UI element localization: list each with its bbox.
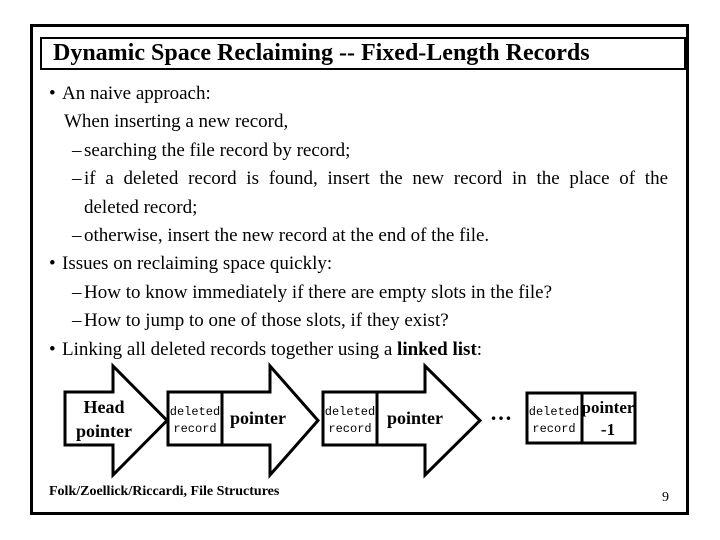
list-item-text: Issues on reclaiming space quickly: [62,253,333,275]
pointer-arrow-2 [375,362,483,479]
deleted-record-label-2-line2: record [328,422,371,436]
list-item-bold-text: linked list [397,338,477,360]
tail-deleted-record-label-line2: record [532,422,575,436]
tail-pointer-value: -1 [601,420,615,439]
dash-marker: – [72,281,82,303]
deleted-record-box-2 [321,390,379,447]
list-item-text: How to know immediately if there are emp… [84,281,553,303]
dash-marker: – [72,139,82,161]
page-title: Dynamic Space Reclaiming -- Fixed-Length… [53,40,590,66]
bullet-marker: • [49,338,56,360]
list-item: –if a deleted record is found, insert th… [49,165,668,193]
linked-list-diagram: Head pointer deleted record pointer dele… [63,362,637,479]
slide-frame: Dynamic Space Reclaiming -- Fixed-Length… [30,24,689,515]
tail-deleted-record-label-line1: deleted [529,405,579,419]
deleted-record-label-1-line1: deleted [170,405,220,419]
deleted-record-box-1 [166,390,224,447]
tail-pointer-cell [580,391,637,445]
bullet-marker: • [49,83,56,104]
list-item: • An naive approach: [49,80,668,108]
list-item-text: An naive approach: [62,83,211,104]
pointer-arrow-label-2: pointer [387,408,443,428]
tail-deleted-record-cell [525,391,584,445]
list-item: –How to know immediately if there are em… [49,279,668,307]
list-item: • Issues on reclaiming space quickly: [49,250,668,278]
head-pointer-arrow [63,362,170,479]
slide-body-text: • An naive approach: When inserting a new… [49,80,668,364]
list-item-continuation: deleted record; [49,194,668,222]
footer-citation: Folk/Zoellick/Riccardi, File Structures [49,484,280,499]
ellipsis-label: … [490,400,512,425]
pointer-arrow-1 [220,362,320,479]
head-pointer-label-line1: Head [83,397,124,417]
dash-marker: – [72,225,82,247]
list-item: –otherwise, insert the new record at the… [49,222,668,250]
list-item: –How to jump to one of those slots, if t… [49,307,668,335]
dash-marker: – [72,168,82,190]
deleted-record-label-1-line2: record [173,422,216,436]
pointer-arrow-label-1: pointer [230,408,286,428]
list-item-text: How to jump to one of those slots, if th… [84,310,449,332]
dash-marker: – [72,310,82,332]
list-item-text: if a deleted record is found, insert the… [84,168,668,190]
list-item-text: Linking all deleted records together usi… [62,338,398,360]
list-item: –searching the file record by record; [49,137,668,165]
list-item: When inserting a new record, [49,108,668,136]
list-item-text: otherwise, insert the new record at the … [84,225,490,247]
head-pointer-label-line2: pointer [76,421,132,441]
list-item-text: : [476,338,483,360]
tail-pointer-label: pointer [582,398,635,417]
deleted-record-label-2-line1: deleted [325,405,375,419]
title-box: Dynamic Space Reclaiming -- Fixed-Length… [40,37,686,70]
page-number: 9 [662,490,669,505]
list-item: • Linking all deleted records together us… [49,336,668,364]
list-item-text: When inserting a new record, [64,111,289,133]
list-item-text: searching the file record by record; [84,139,351,161]
bullet-marker: • [49,253,56,275]
list-item-text: deleted record; [84,196,198,218]
